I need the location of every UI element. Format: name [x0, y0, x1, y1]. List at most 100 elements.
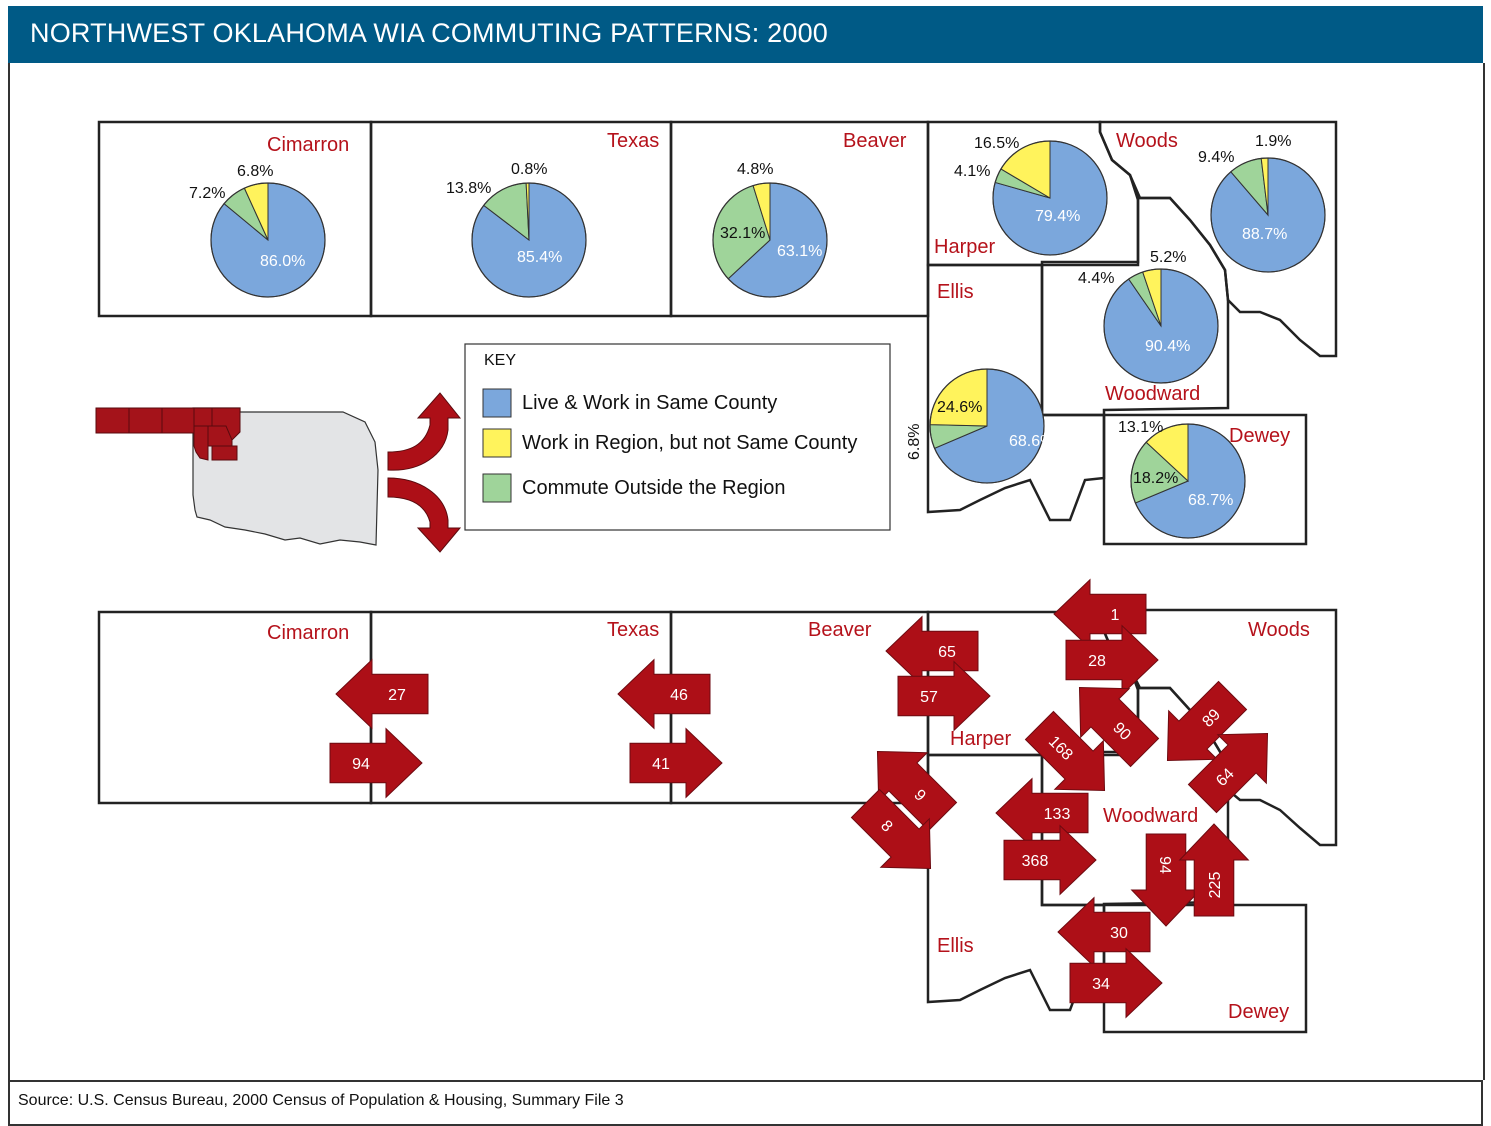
legend-box — [464, 343, 891, 531]
top-county-outlines — [97, 120, 1338, 546]
pct-cimarron-region: 6.8% — [237, 163, 273, 180]
flow-arrow: 64 — [1187, 732, 1269, 814]
header-bar: NORTHWEST OKLAHOMA WIA COMMUTING PATTERN… — [8, 6, 1483, 63]
pie-outline-cimarron — [210, 182, 326, 298]
flow-arrow-shape — [1166, 680, 1248, 762]
pie-dewey — [1130, 423, 1246, 539]
pct-cimarron-outside: 7.2% — [189, 185, 225, 202]
locator-cimarron — [95, 407, 130, 434]
label-texas-top: Texas — [607, 130, 659, 152]
pct-ellis-outside: 6.8% — [906, 424, 923, 460]
label-dewey-bottom: Dewey — [1228, 1001, 1289, 1023]
pct-dewey-same: 68.7% — [1188, 492, 1233, 509]
flow-value-label: 225 — [1207, 872, 1224, 899]
pct-woods-same: 88.7% — [1242, 226, 1287, 243]
flow-arrow-shape — [617, 658, 711, 730]
flow-value-label: 65 — [938, 644, 956, 661]
page-title: NORTHWEST OKLAHOMA WIA COMMUTING PATTERN… — [30, 18, 829, 48]
legend-label-in-region: Work in Region, but not Same County — [522, 432, 857, 454]
top-county-labels: Cimarron Texas Beaver Harper Woods Woodw… — [267, 130, 1290, 447]
pie-beaver — [712, 182, 828, 298]
legend-swatch-same-county — [482, 388, 512, 418]
flow-arrow: 34 — [1069, 947, 1163, 1019]
flow-arrow: 46 — [617, 658, 711, 730]
label-ellis-top: Ellis — [937, 281, 974, 303]
footer: Source: U.S. Census Bureau, 2000 Census … — [8, 1080, 1483, 1126]
legend-label-same-county: Live & Work in Same County — [522, 392, 777, 414]
flow-arrow-shape — [1069, 947, 1163, 1019]
pie-outline-ellis — [929, 368, 1045, 484]
flow-arrow: 90 — [1078, 686, 1160, 768]
flow-arrow-shape — [1065, 624, 1159, 696]
pct-beaver-outside: 32.1% — [720, 225, 765, 242]
pct-woods-outside: 9.4% — [1198, 149, 1234, 166]
source-note: Source: U.S. Census Bureau, 2000 Census … — [18, 1092, 624, 1109]
pie-texas — [471, 182, 587, 298]
pct-harper-outside: 4.1% — [954, 163, 990, 180]
pie-woods — [1210, 157, 1326, 273]
flow-arrow-shape — [329, 727, 423, 799]
pie-outline-harper — [992, 140, 1108, 256]
outline-ellis-bottom — [926, 753, 1106, 1012]
curved-arrows — [387, 392, 462, 553]
pct-beaver-same: 63.1% — [777, 243, 822, 260]
pct-texas-region: 0.8% — [511, 161, 547, 178]
label-beaver-top: Beaver — [843, 130, 907, 152]
flow-arrow: 168 — [1024, 710, 1106, 792]
flow-arrow-shape — [335, 658, 429, 730]
pct-harper-region: 16.5% — [974, 135, 1019, 152]
nw-region-counties — [95, 407, 241, 461]
locator-dewey — [211, 445, 238, 461]
pie-woodward — [1103, 268, 1219, 384]
flow-value-label: 28 — [1088, 653, 1106, 670]
flow-value-label: 46 — [670, 687, 688, 704]
pct-ellis-region: 24.6% — [937, 399, 982, 416]
pie-ellis — [929, 368, 1045, 484]
flow-arrow-shape — [1178, 823, 1250, 917]
flow-arrow: 28 — [1065, 624, 1159, 696]
locator-harper — [193, 407, 213, 427]
pie-cimarron — [210, 182, 326, 298]
pct-woods-region: 1.9% — [1255, 133, 1291, 150]
pie-outline-texas — [471, 182, 587, 298]
pie-outline-woodward — [1103, 268, 1219, 384]
label-cimarron-top: Cimarron — [267, 134, 349, 156]
curved-arrow-up — [387, 392, 462, 471]
flow-arrow-shape — [850, 788, 932, 870]
flow-value-label: 57 — [920, 689, 938, 706]
pct-dewey-region: 13.1% — [1118, 419, 1163, 436]
locator-ellis — [193, 425, 209, 461]
flow-arrow-shape — [1078, 686, 1160, 768]
flow-value-label: 94 — [1156, 856, 1173, 874]
content-frame — [8, 63, 1485, 1080]
outline-ellis-top — [926, 263, 1106, 522]
flow-arrow-shape — [1024, 710, 1106, 792]
oklahoma-locator-map — [95, 407, 379, 546]
pie-percent-labels: 6.8% 7.2% 86.0% 0.8% 13.8% 85.4% 4.8% 32… — [189, 133, 1291, 509]
label-harper-bottom: Harper — [950, 728, 1011, 750]
label-beaver-bottom: Beaver — [808, 619, 872, 641]
flow-arrow-shape — [629, 727, 723, 799]
pie-slice-ellis-region — [929, 368, 988, 427]
label-woods-bottom: Woods — [1248, 619, 1310, 641]
label-harper-top: Harper — [934, 236, 995, 258]
outline-dewey-top — [1102, 413, 1308, 546]
pct-texas-same: 85.4% — [517, 249, 562, 266]
flow-arrow-shape — [1003, 824, 1097, 896]
legend-title: KEY — [484, 352, 516, 369]
pie-outline-beaver — [712, 182, 828, 298]
pie-outline-dewey — [1130, 423, 1246, 539]
flow-arrow: 225 — [1178, 823, 1250, 917]
label-woods-top: Woods — [1116, 130, 1178, 152]
pct-woodward-outside: 4.4% — [1078, 270, 1114, 287]
flow-arrow: 94 — [329, 727, 423, 799]
flow-arrow-shape — [897, 660, 991, 732]
flow-value-label: 34 — [1092, 976, 1110, 993]
flow-value-label: 1 — [1111, 607, 1120, 624]
pct-beaver-region: 4.8% — [737, 161, 773, 178]
legend: KEY Live & Work in Same County Work in R… — [464, 343, 891, 531]
flow-arrow-shape — [876, 750, 958, 832]
pct-dewey-outside: 18.2% — [1133, 470, 1178, 487]
